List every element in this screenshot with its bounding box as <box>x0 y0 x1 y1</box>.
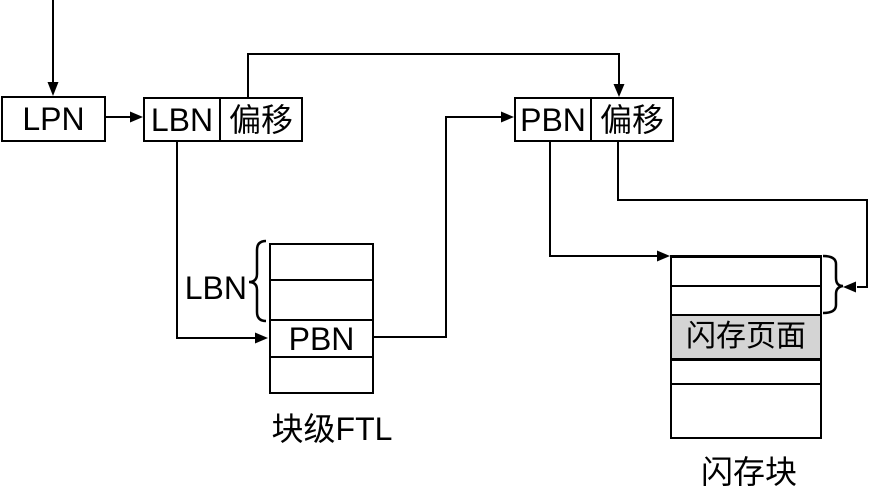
flash-page-row: 闪存页面 <box>672 314 820 359</box>
flash-row <box>672 359 820 383</box>
lbn-cell: LBN <box>145 99 221 140</box>
arrow-lbn-to-ftl-table <box>176 142 268 344</box>
lbn-brace-label: LBN <box>184 270 247 306</box>
lpn-label: LPN <box>22 101 85 137</box>
arrow-offset-to-offset <box>247 53 625 97</box>
arrow-into-lpn <box>47 0 59 96</box>
flash-page-brace <box>822 254 844 315</box>
flash-page-row-label: 闪存页面 <box>686 320 806 353</box>
lpn-box: LPN <box>1 96 106 142</box>
ftl-row <box>271 356 372 392</box>
ftl-pbn-row-label: PBN <box>288 320 355 357</box>
offset-cell-left-label: 偏移 <box>228 101 293 138</box>
flash-row <box>672 258 820 285</box>
flash-row <box>672 285 820 314</box>
offset-cell-right: 偏移 <box>592 99 672 140</box>
lbn-offset-box: LBN 偏移 <box>143 97 303 142</box>
arrow-ftl-to-pbn-box <box>374 111 514 338</box>
lbn-brace <box>248 239 267 323</box>
flash-block-table: 闪存页面 <box>670 255 822 439</box>
ftl-row <box>271 279 372 319</box>
pbn-offset-box: PBN 偏移 <box>514 97 674 142</box>
offset-cell-left: 偏移 <box>221 99 301 140</box>
flash-row <box>672 383 820 437</box>
arrow-pbn-to-flash-block <box>549 142 670 262</box>
ftl-table: PBN <box>269 243 374 394</box>
ftl-caption: 块级FTL <box>271 411 393 447</box>
offset-cell-right-label: 偏移 <box>599 101 664 138</box>
ftl-pbn-row: PBN <box>271 319 372 356</box>
flash-block-caption: 闪存块 <box>700 454 797 490</box>
lbn-cell-label: LBN <box>150 101 214 138</box>
arrow-lpn-to-lbn <box>106 111 143 123</box>
ftl-row <box>271 245 372 279</box>
pbn-cell-label: PBN <box>520 101 586 138</box>
pbn-cell: PBN <box>516 99 592 140</box>
arrow-offset-to-page-brace <box>617 142 868 293</box>
